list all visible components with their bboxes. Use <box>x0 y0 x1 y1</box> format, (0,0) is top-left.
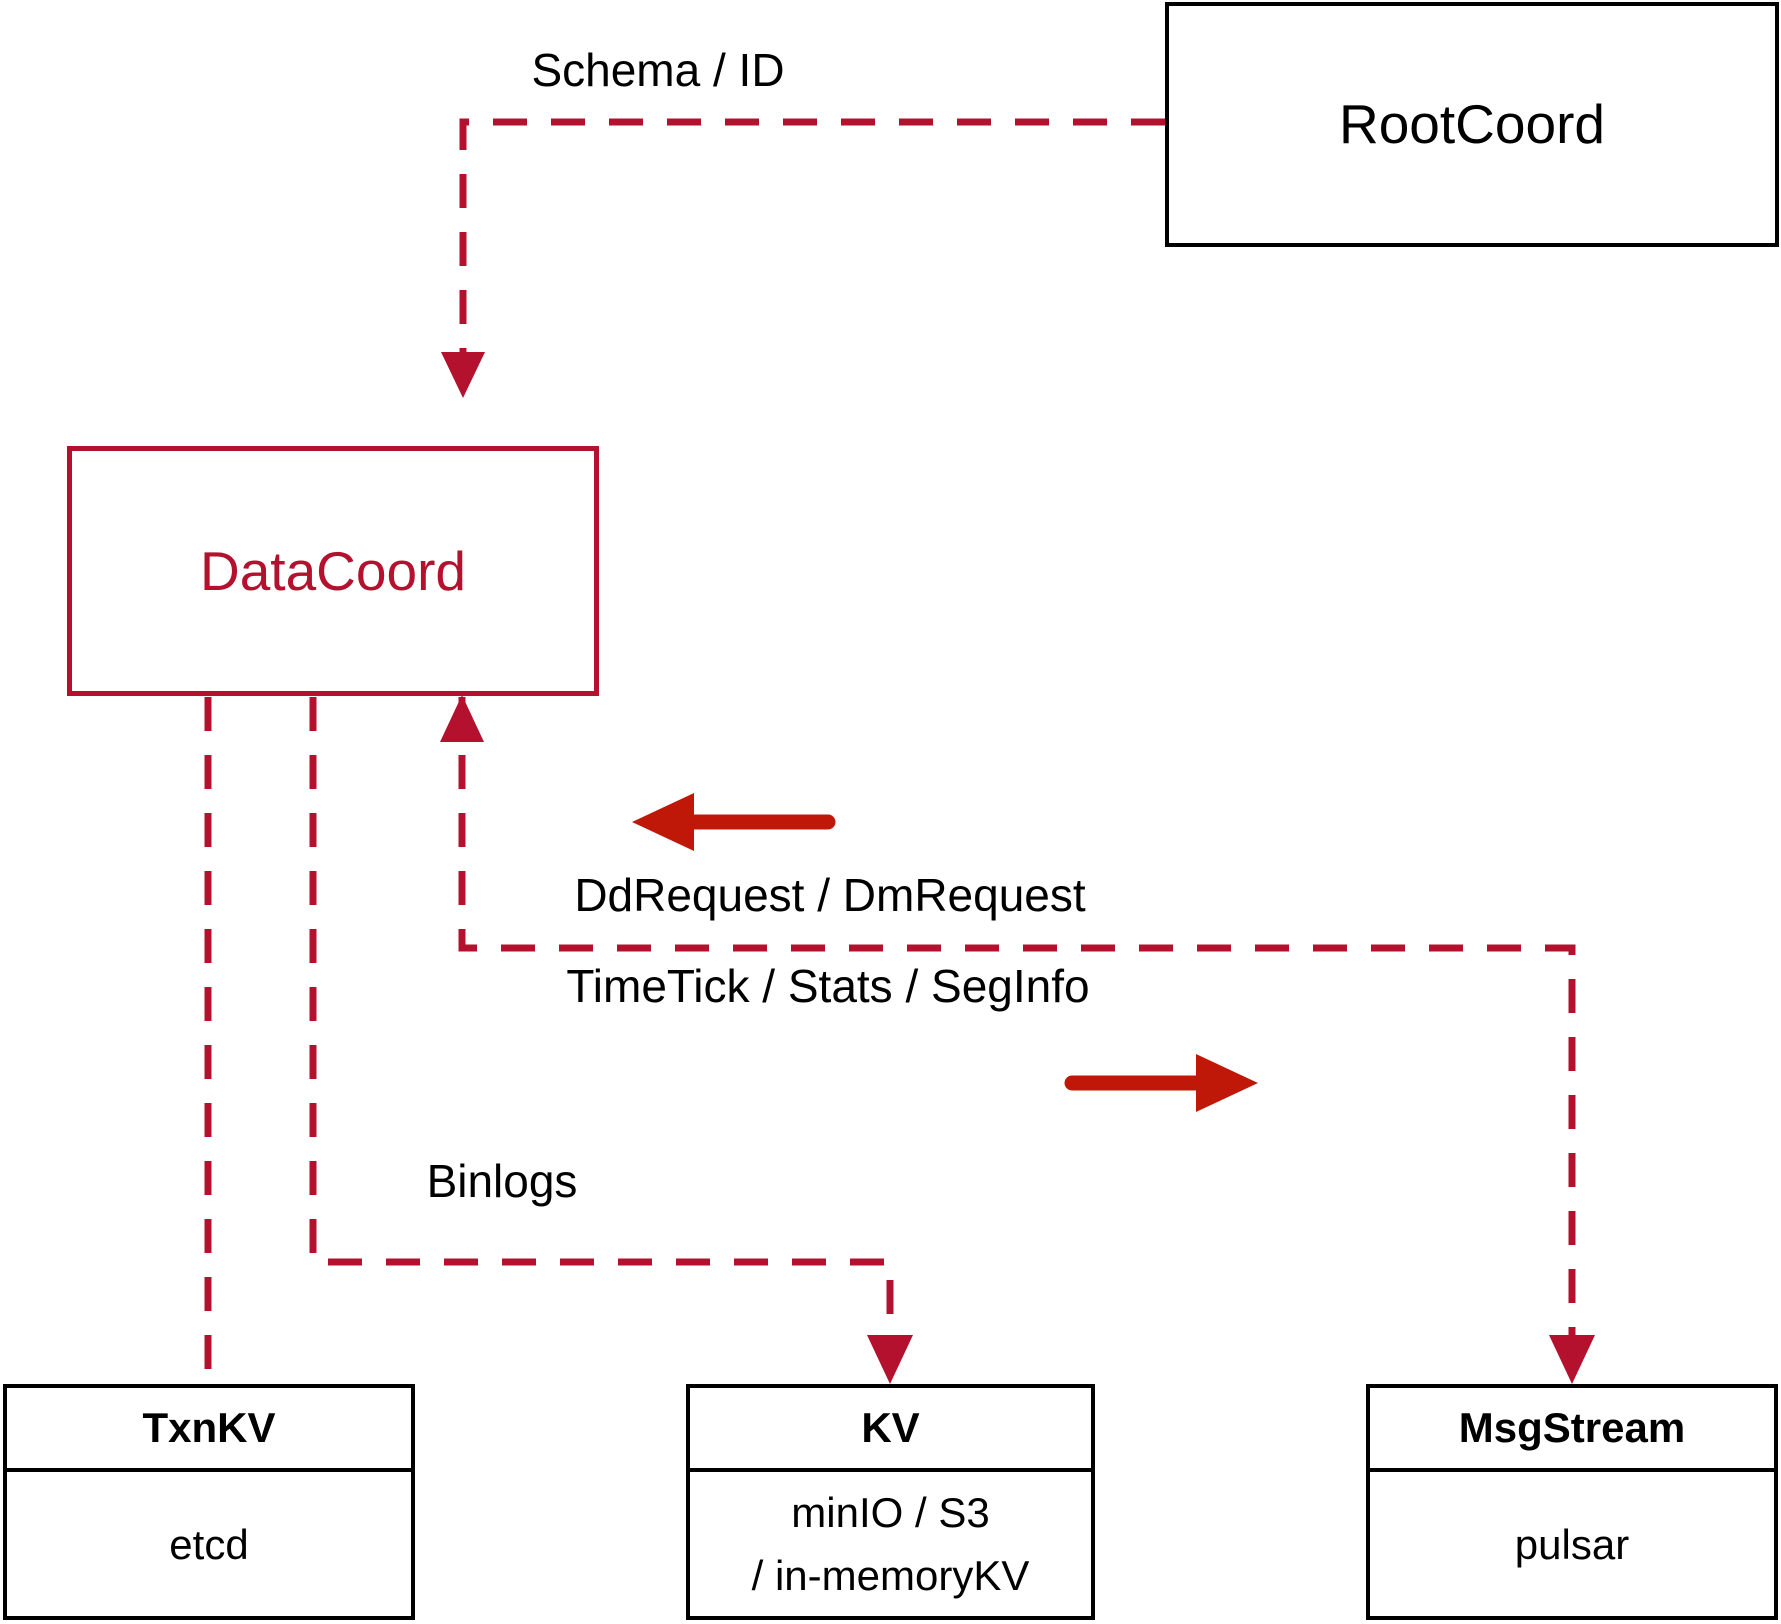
node-msgstream-body: pulsar <box>1370 1472 1774 1616</box>
node-kv-body-line-0: minIO / S3 <box>791 1489 990 1536</box>
edge-label-schema-id: Schema / ID <box>531 44 785 96</box>
edge-binlogs <box>309 697 913 1384</box>
node-txnkv-header: TxnKV <box>7 1388 411 1472</box>
edge-schema-id <box>441 118 1165 398</box>
node-kv-header: KV <box>690 1388 1091 1472</box>
edge-label-binlogs: Binlogs <box>426 1155 578 1207</box>
node-kv-body: minIO / S3 / in-memoryKV <box>690 1472 1091 1616</box>
node-txnkv-body: etcd <box>7 1472 411 1616</box>
direction-arrow-right-icon <box>1064 1054 1258 1112</box>
node-msgstream[interactable]: MsgStream pulsar <box>1366 1384 1778 1620</box>
direction-arrow-left-icon <box>632 793 836 851</box>
node-kv[interactable]: KV minIO / S3 / in-memoryKV <box>686 1384 1095 1620</box>
edge-label-ddrequest-dmrequest: DdRequest / DmRequest <box>574 869 1086 921</box>
node-rootcoord[interactable]: RootCoord <box>1165 2 1779 247</box>
node-datacoord-label: DataCoord <box>200 539 466 602</box>
node-txnkv[interactable]: TxnKV etcd <box>3 1384 415 1620</box>
node-kv-body-line-1: / in-memoryKV <box>751 1552 1030 1599</box>
node-txnkv-body-line-0: etcd <box>169 1520 249 1568</box>
edge-label-timetick-stats-seginfo: TimeTick / Stats / SegInfo <box>566 960 1090 1012</box>
node-msgstream-body-line-0: pulsar <box>1514 1520 1630 1568</box>
edge-msgstream-elbow <box>440 695 1595 1384</box>
node-datacoord[interactable]: DataCoord <box>67 446 599 696</box>
node-msgstream-header: MsgStream <box>1370 1388 1774 1472</box>
node-rootcoord-label: RootCoord <box>1339 93 1605 155</box>
